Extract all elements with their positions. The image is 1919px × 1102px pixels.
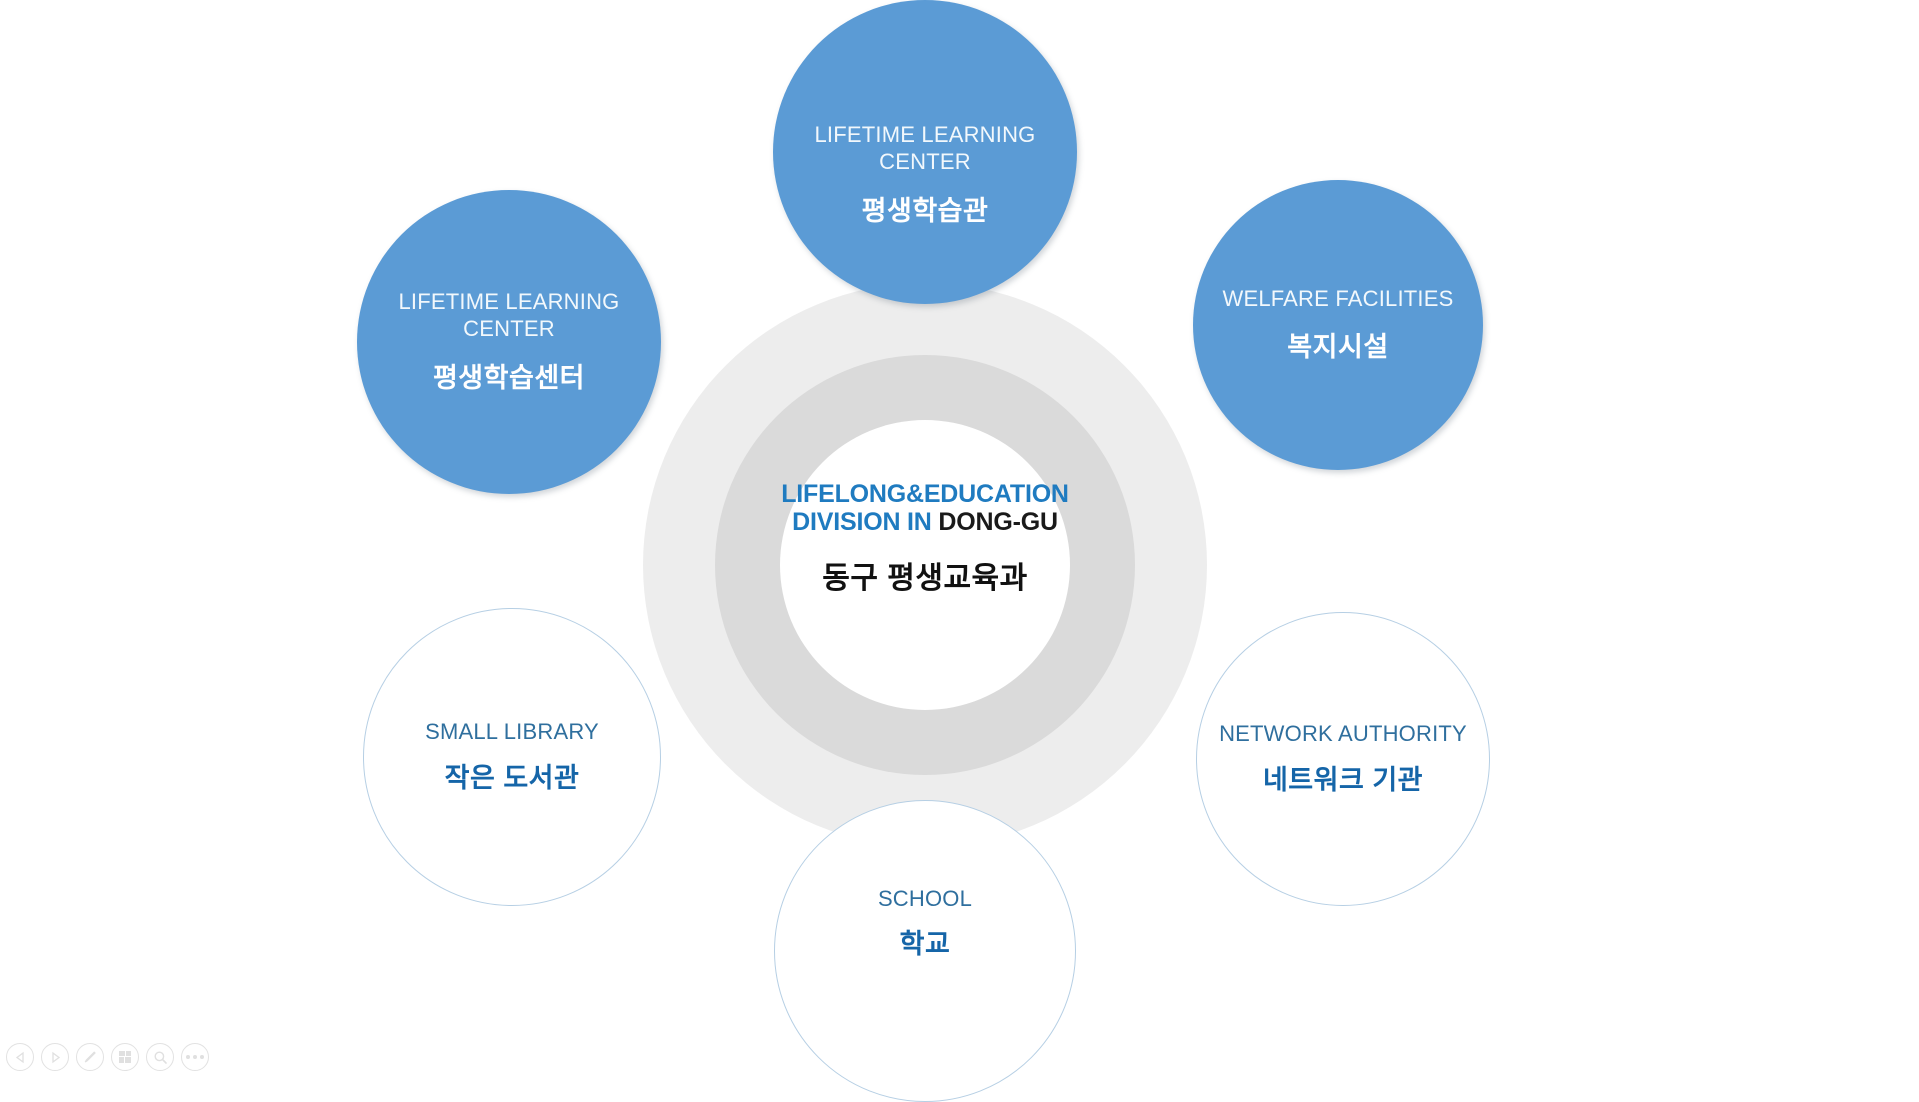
node-english-label: NETWORK AUTHORITY — [1219, 721, 1467, 747]
node-english-label: SMALL LIBRARY — [425, 719, 599, 745]
node-korean-label: 네트워크 기관 — [1262, 764, 1424, 795]
magnifier-icon — [154, 1051, 167, 1064]
node-text-group: WELFARE FACILITIES 복지시설 — [1199, 286, 1477, 365]
node-small-library[interactable]: SMALL LIBRARY 작은 도서관 — [363, 608, 661, 906]
node-lifetime-learning-center-hall[interactable]: LIFETIME LEARNING CENTER 평생학습관 — [773, 0, 1077, 304]
grid-icon — [118, 1051, 131, 1063]
node-korean-label: 작은 도서관 — [444, 762, 580, 793]
ring-center-hole — [780, 420, 1070, 710]
node-english-label: WELFARE FACILITIES — [1222, 285, 1454, 311]
pen-tool-button[interactable] — [76, 1043, 104, 1071]
center-english-line2-blue: DIVISION IN — [792, 508, 939, 536]
node-korean-label: 학교 — [899, 929, 951, 960]
node-korean-label: 복지시설 — [1287, 332, 1389, 363]
center-english-line1: LIFELONG&EDUCATION — [781, 480, 1069, 508]
node-text-group: SMALL LIBRARY 작은 도서관 — [370, 719, 654, 795]
node-text-group: SCHOOL 학교 — [781, 886, 1069, 962]
next-slide-button[interactable] — [41, 1043, 69, 1071]
node-welfare-facilities[interactable]: WELFARE FACILITIES 복지시설 — [1193, 180, 1483, 470]
node-text-group: LIFETIME LEARNING CENTER 평생학습관 — [779, 122, 1071, 228]
triangle-left-icon — [15, 1051, 24, 1063]
node-korean-label: 평생학습센터 — [432, 362, 586, 393]
node-school[interactable]: SCHOOL 학교 — [774, 800, 1076, 1102]
node-text-group: LIFETIME LEARNING CENTER 평생학습센터 — [363, 289, 655, 395]
triangle-right-icon — [51, 1051, 60, 1063]
node-text-group: NETWORK AUTHORITY 네트워크 기관 — [1203, 721, 1483, 797]
center-english-line2-dark: DONG-GU — [938, 508, 1058, 536]
pen-icon — [84, 1051, 96, 1063]
center-korean: 동구 평생교육과 — [822, 562, 1028, 595]
previous-slide-button[interactable] — [6, 1043, 34, 1071]
zoom-button[interactable] — [146, 1043, 174, 1071]
node-english-label: SCHOOL — [877, 885, 973, 911]
center-label: LIFELONG&EDUCATION DIVISION IN DONG-GU 동… — [735, 480, 1115, 596]
ellipsis-icon — [186, 1055, 204, 1059]
all-slides-button[interactable] — [111, 1043, 139, 1071]
node-korean-label: 평생학습관 — [861, 195, 989, 226]
node-lifetime-learning-center[interactable]: LIFETIME LEARNING CENTER 평생학습센터 — [357, 190, 661, 494]
node-network-authority[interactable]: NETWORK AUTHORITY 네트워크 기관 — [1196, 612, 1490, 906]
node-english-label: LIFETIME LEARNING CENTER — [398, 289, 620, 341]
slide-canvas: LIFELONG&EDUCATION DIVISION IN DONG-GU 동… — [6, 0, 1490, 1102]
presenter-toolbar — [6, 1043, 209, 1071]
center-english-line2: DIVISION IN DONG-GU — [735, 508, 1115, 536]
more-options-button[interactable] — [181, 1043, 209, 1071]
node-english-label: LIFETIME LEARNING CENTER — [814, 122, 1036, 174]
